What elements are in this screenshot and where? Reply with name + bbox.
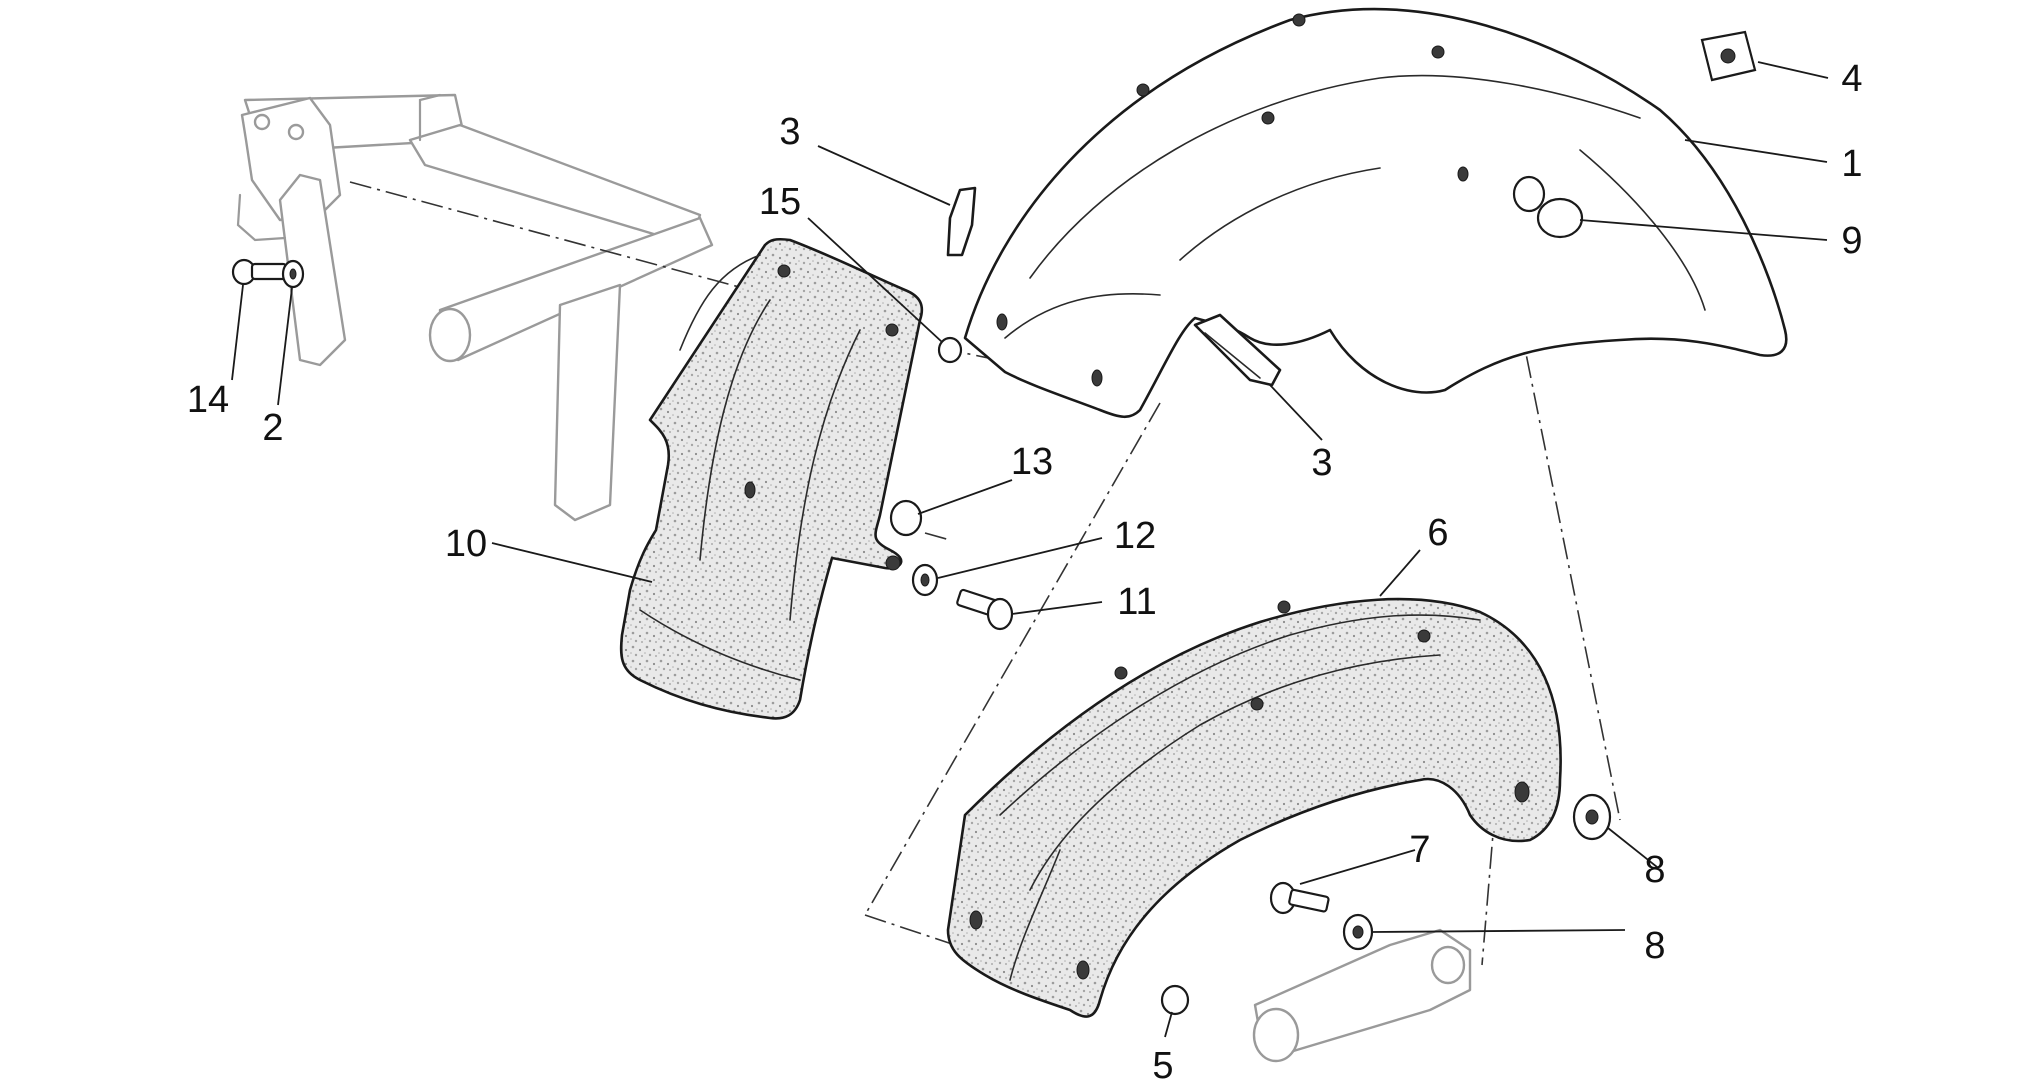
callout-3a: 3 bbox=[779, 111, 800, 153]
callout-10: 10 bbox=[445, 523, 487, 565]
callout-14: 14 bbox=[187, 379, 229, 421]
callout-8a: 8 bbox=[1644, 925, 1665, 967]
callout-1: 1 bbox=[1841, 143, 1862, 185]
callout-6: 6 bbox=[1427, 512, 1448, 554]
callout-11: 11 bbox=[1117, 581, 1156, 623]
callout-2: 2 bbox=[262, 407, 283, 449]
hardware bbox=[231, 30, 1757, 1016]
callout-9: 9 bbox=[1841, 220, 1862, 262]
rear-mudguard-part-1 bbox=[946, 7, 1788, 419]
callout-3b: 3 bbox=[1311, 442, 1332, 484]
inner-mudguard-part-10 bbox=[619, 237, 924, 720]
leader-lines bbox=[231, 61, 1829, 1038]
callout-15: 15 bbox=[759, 181, 801, 223]
callout-5: 5 bbox=[1152, 1045, 1173, 1079]
callout-7: 7 bbox=[1409, 829, 1430, 871]
rear-inner-shield-part-6 bbox=[946, 597, 1562, 1018]
callout-12: 12 bbox=[1114, 515, 1156, 557]
callout-numbers: 1 2 3 3 4 5 6 7 8 8 9 10 11 12 13 14 15 bbox=[187, 58, 1863, 1079]
callout-13: 13 bbox=[1011, 441, 1053, 483]
callout-4: 4 bbox=[1841, 58, 1862, 100]
callout-8b: 8 bbox=[1644, 849, 1665, 891]
frame-subframe-ghost bbox=[236, 93, 714, 522]
swingarm-ghost bbox=[1252, 928, 1472, 1063]
